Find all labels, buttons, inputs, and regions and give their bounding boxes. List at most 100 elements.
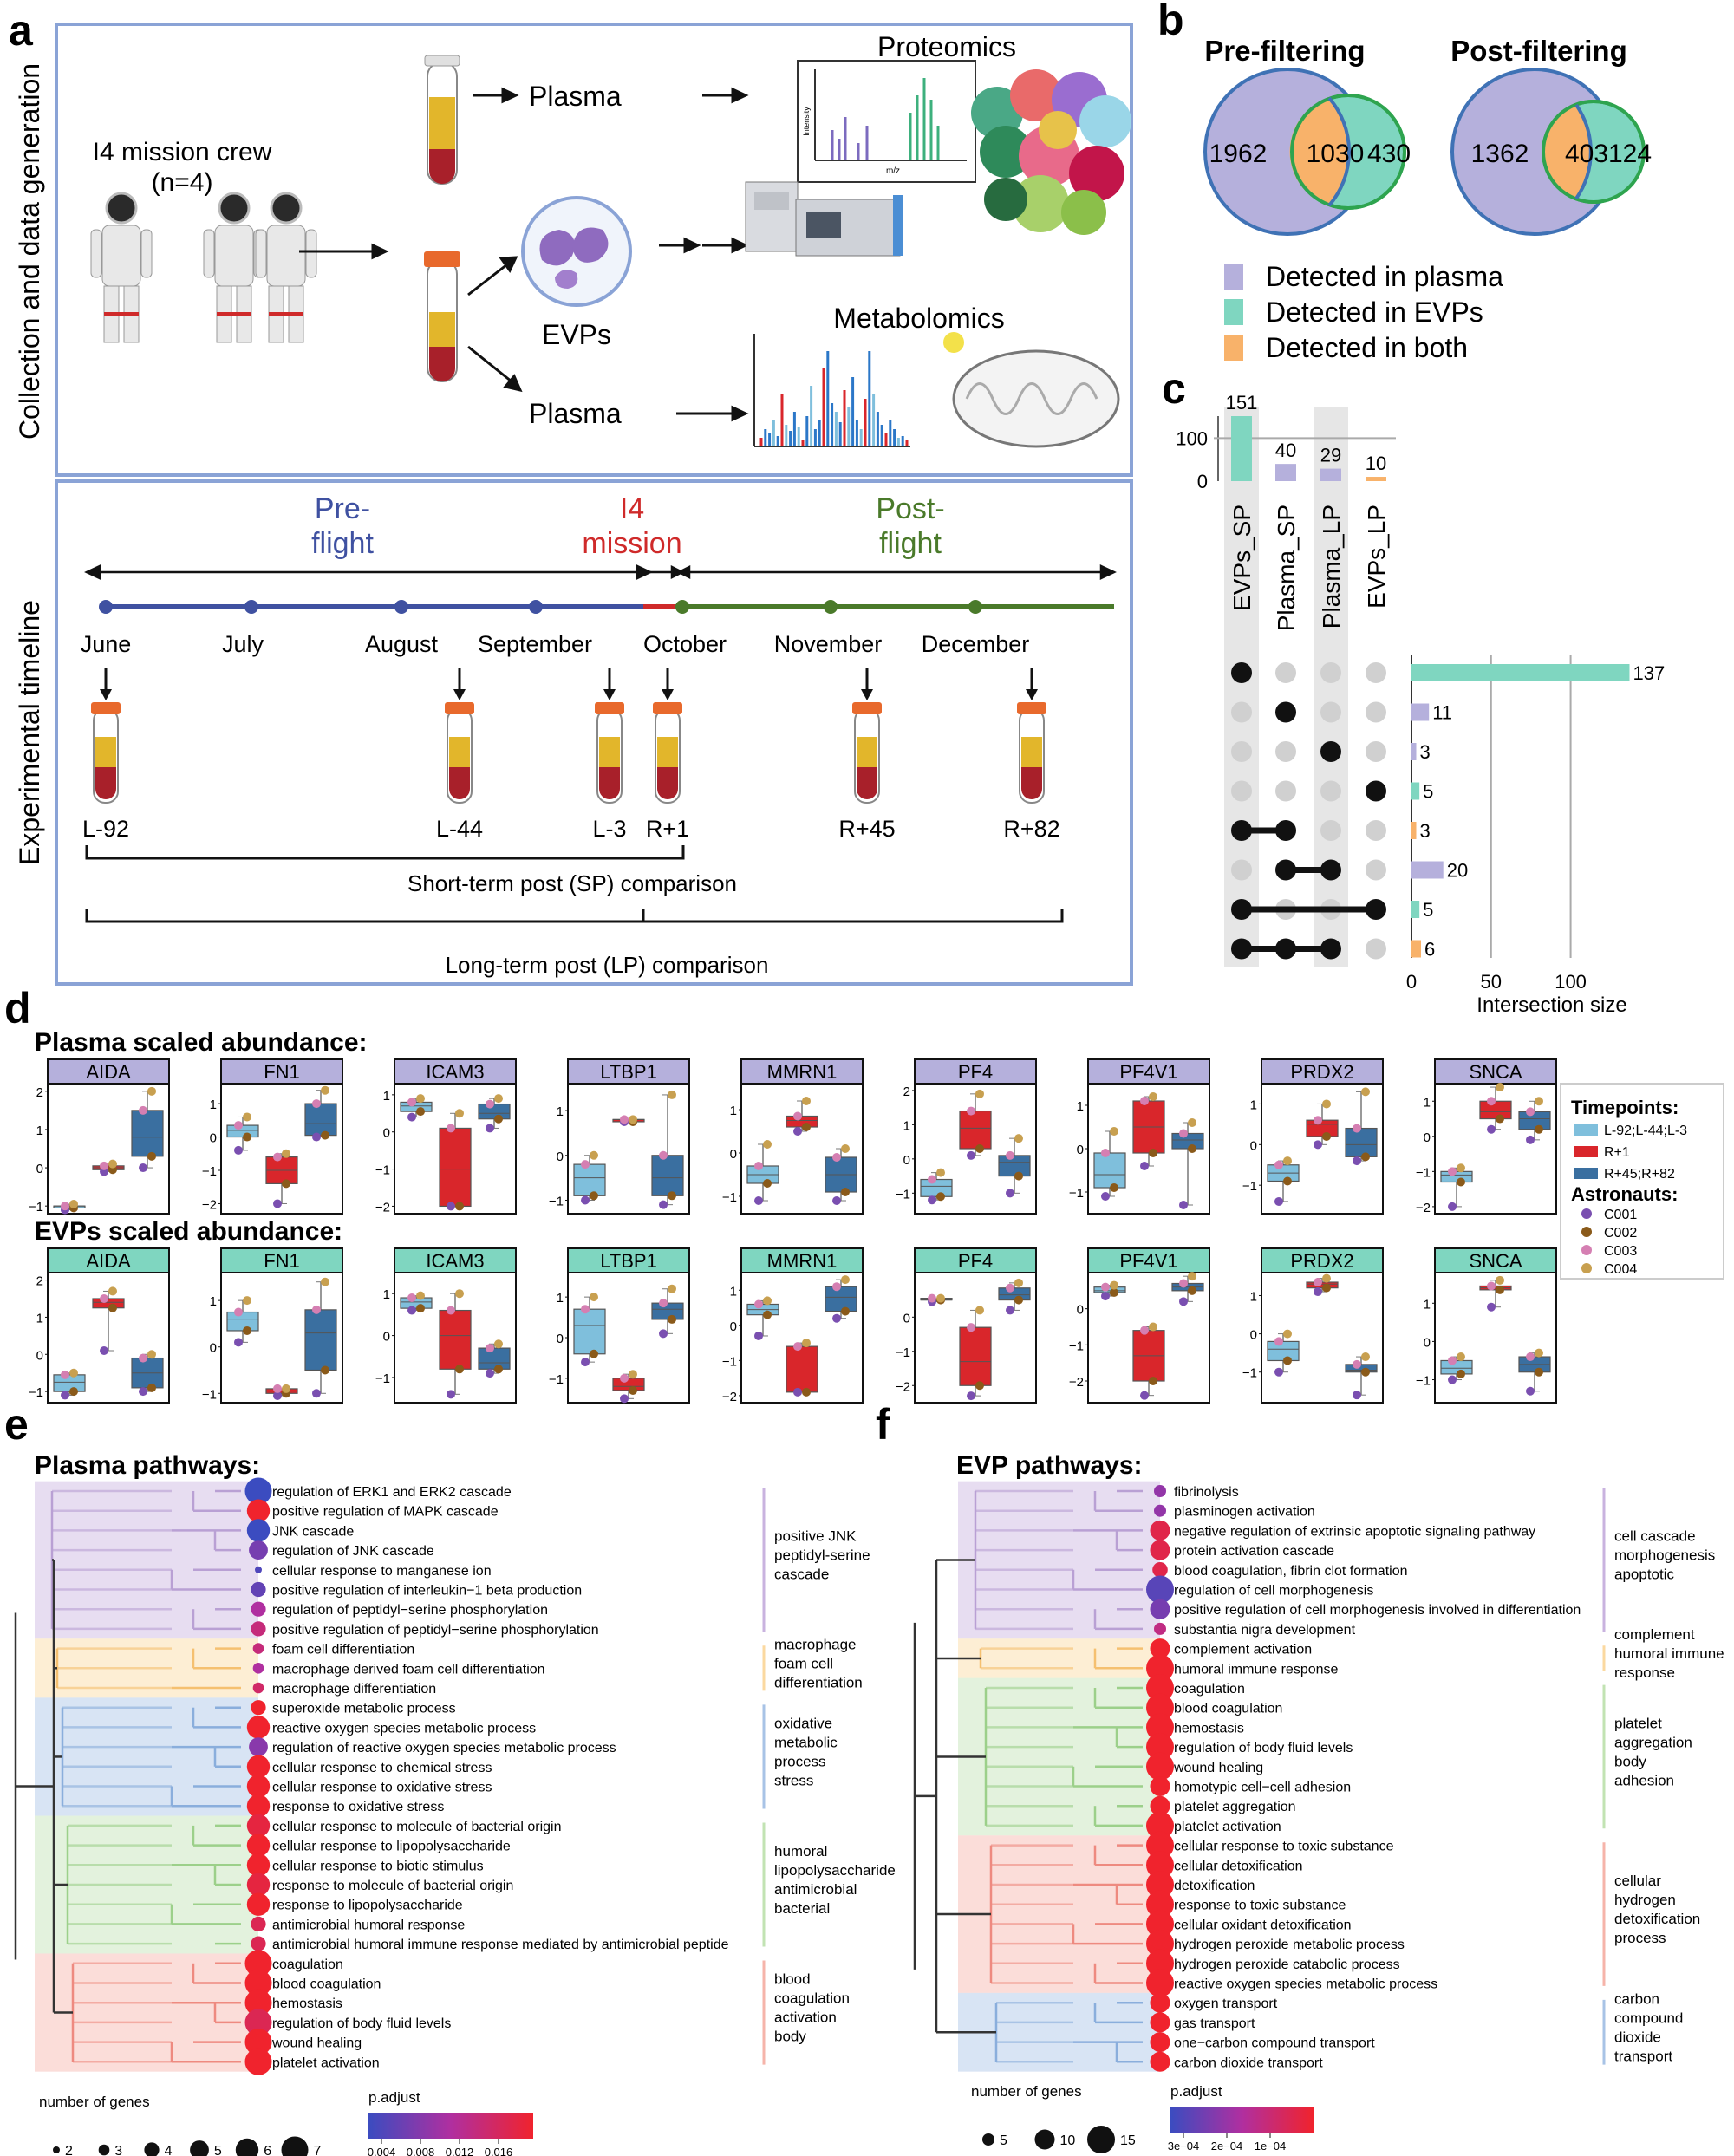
ytick: 1 (383, 1287, 390, 1302)
cluster-label: macrophage (774, 1636, 857, 1652)
evp-pathway-dotplot: cell cascademorphogenesisapoptoticcomple… (913, 1481, 1724, 2153)
pathway-dot (1150, 1992, 1170, 2013)
pathway-term: antimicrobial humoral immune response me… (272, 1938, 729, 1952)
pathway-dot (1150, 2051, 1170, 2072)
proteomics-label: Proteomics (877, 31, 1016, 62)
ytick: 0 (903, 1153, 910, 1168)
ytick: 2 (36, 1274, 43, 1289)
astronaut-point (1283, 1176, 1292, 1186)
astronaut-point (407, 1306, 416, 1315)
astronaut-point (243, 1326, 251, 1335)
cluster-label: peptidyl-serine (774, 1547, 870, 1563)
pathway-term: blood coagulation (1174, 1702, 1282, 1716)
pathway-dot (244, 1950, 272, 1977)
box (1093, 1152, 1126, 1189)
ytick: 1 (557, 1291, 564, 1306)
astronaut-point (243, 1296, 251, 1306)
astronaut-point (1006, 1283, 1014, 1293)
astronaut-point (936, 1168, 945, 1177)
pathway-dot (246, 1499, 271, 1522)
pathway-term: wound healing (271, 2036, 362, 2051)
astronaut-point (793, 1127, 802, 1136)
pathway-dot (246, 1834, 271, 1857)
phase-pre-line1: Pre- (315, 492, 370, 525)
astronaut-point (100, 1294, 108, 1303)
gene-label: PRDX2 (1290, 1250, 1353, 1272)
astronaut-point (763, 1179, 772, 1188)
metabolomics-spectrum-inset (753, 334, 910, 447)
astronaut-point (234, 1307, 243, 1317)
size-legend-label: 4 (165, 2144, 173, 2156)
size-legend-label: 6 (264, 2144, 271, 2156)
intersection-xtick: 100 (1555, 971, 1587, 993)
evps-label: EVPs (542, 319, 611, 350)
ytick: 0 (383, 1330, 390, 1345)
post-filtering-title: Post-filtering (1450, 35, 1627, 67)
month-label: June (81, 631, 132, 657)
phase-mission-line2: mission (582, 527, 681, 560)
astronaut-point (69, 1368, 78, 1378)
astronaut-point (581, 1195, 590, 1205)
gene-label: PF4 (958, 1061, 993, 1083)
astronaut-point (321, 1277, 329, 1286)
cluster-label: carbon (1614, 1990, 1659, 2007)
cluster-band (35, 1697, 258, 1816)
pathway-term: reactive oxygen species metabolic proces… (1174, 1977, 1437, 1992)
month-label: October (643, 631, 727, 657)
phase-mission-line1: I4 (620, 492, 644, 525)
astronaut-point (802, 1339, 811, 1348)
pathway-term: complement activation (1174, 1643, 1312, 1658)
cluster-label: body (1614, 1753, 1646, 1769)
astronaut-point (1322, 1131, 1331, 1141)
box (304, 1309, 337, 1371)
pathway-term: cellular response to oxidative stress (272, 1781, 492, 1795)
ytick: 0 (1077, 1303, 1084, 1318)
set-size-bar (1366, 477, 1386, 481)
panel-label-c: c (1162, 364, 1186, 413)
gene-label: MMRN1 (767, 1250, 838, 1272)
cluster-label: cascade (774, 1566, 829, 1582)
astronaut-point (61, 1391, 69, 1400)
cluster-label: humoral (774, 1843, 827, 1860)
box (304, 1103, 337, 1137)
astronaut-point (1188, 1272, 1196, 1281)
pathway-dot (252, 1663, 264, 1674)
cluster-label: humoral immune (1614, 1645, 1724, 1662)
astronaut-point (967, 1323, 975, 1332)
pathway-term: foam cell differentiation (272, 1643, 414, 1658)
astronaut-point (1457, 1352, 1465, 1362)
pathway-dot (249, 1737, 268, 1756)
pathway-dot (1146, 1752, 1174, 1781)
astronaut-point (668, 1314, 676, 1324)
box (1306, 1119, 1339, 1137)
astronaut-point (1101, 1282, 1110, 1292)
boxplot-legend: Timepoints: L-92;L-44;L-3R+1R+45;R+82 As… (1560, 1083, 1724, 1280)
astronaut-point (832, 1196, 841, 1205)
astronaut-point (1006, 1150, 1014, 1160)
astronaut-legend-label: C004 (1604, 1262, 1637, 1277)
astronaut-point (312, 1132, 321, 1142)
astronaut-point (841, 1144, 850, 1153)
astronaut-point (273, 1391, 282, 1400)
ytick: 2 (36, 1085, 43, 1100)
astronaut-point (620, 1373, 629, 1383)
pathway-dot (1146, 1713, 1174, 1742)
astronaut-point (282, 1149, 290, 1158)
pathway-term: cellular detoxification (1174, 1859, 1303, 1873)
set-size-bar (1231, 416, 1252, 481)
ytick: 1 (1424, 1095, 1431, 1110)
box (478, 1347, 511, 1370)
cluster-label: body (774, 2029, 806, 2045)
pathway-dot (246, 1519, 271, 1542)
ytick: −2 (896, 1379, 910, 1394)
panel-label-f: f (876, 1400, 890, 1449)
pathway-dot (244, 1970, 272, 1996)
pathway-dot (246, 1775, 271, 1798)
size-legend-label: 3 (114, 2144, 122, 2156)
set-name-label: EVPs_LP (1363, 505, 1390, 609)
pathway-term: response to oxidative stress (272, 1800, 444, 1814)
pathway-term: reactive oxygen species metabolic proces… (272, 1721, 536, 1736)
pathway-dot (246, 1755, 271, 1778)
